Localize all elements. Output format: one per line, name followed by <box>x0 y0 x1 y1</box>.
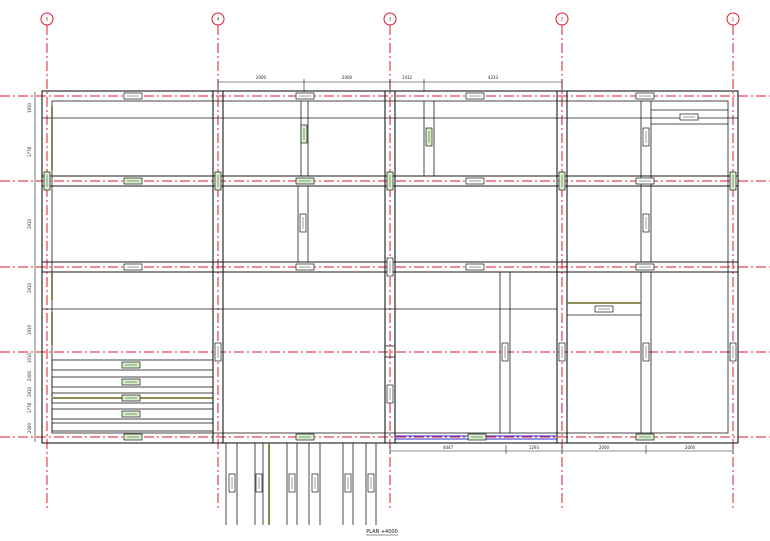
member-tag <box>123 263 143 271</box>
axis-bubble-label: 3 <box>389 17 392 22</box>
member-tag <box>558 171 566 191</box>
member-tag <box>465 92 485 100</box>
dimension-text: 2000 <box>599 445 610 450</box>
stair-tread <box>51 422 214 432</box>
member-tag <box>386 171 394 191</box>
dimension-text: 4233 <box>488 75 499 80</box>
member-tag <box>121 394 141 402</box>
member-tag <box>295 92 315 100</box>
axis-bubble <box>555 12 569 26</box>
member-tag <box>121 361 141 369</box>
member-tag <box>300 124 308 144</box>
member-tag <box>386 384 394 404</box>
drawing-title-block: PLAN +4000 <box>366 529 398 536</box>
building-outline <box>41 90 739 444</box>
accent-members <box>51 106 641 525</box>
member-tag <box>121 410 141 418</box>
member-tag <box>121 378 141 386</box>
inner-wall-line <box>51 100 729 434</box>
dimension-text: 4047 <box>443 445 454 450</box>
member-tag <box>729 342 737 362</box>
axis-bubble <box>383 12 397 26</box>
axis-bubble <box>211 12 225 26</box>
member-tag <box>642 127 650 147</box>
stair-treads <box>51 359 214 432</box>
member-tag <box>228 473 236 493</box>
member-tag <box>465 263 485 271</box>
stair-tread <box>51 392 214 404</box>
member-tag <box>214 171 222 191</box>
member-tag <box>679 113 699 121</box>
dimension-text: 2000 <box>27 370 32 381</box>
interior-joists <box>297 101 728 433</box>
member-tag <box>295 177 315 185</box>
stair-tread <box>51 408 214 420</box>
outer-wall <box>41 90 739 444</box>
member-tag <box>255 473 263 493</box>
dimension-text: 2000 <box>256 75 267 80</box>
member-tag <box>299 213 307 233</box>
member-tag <box>123 177 143 185</box>
member-tag <box>295 263 315 271</box>
stair-tread <box>51 359 214 371</box>
member-tag <box>558 342 566 362</box>
drawing-title: PLAN +4000 <box>366 529 398 535</box>
member-tag <box>43 171 51 191</box>
member-tag <box>467 433 487 441</box>
dimension-text: 1910 <box>27 282 32 293</box>
stair-tread <box>51 376 214 388</box>
member-tag <box>501 342 509 362</box>
dimension-text: 2000 <box>27 422 32 433</box>
member-tag <box>367 473 375 493</box>
dimension-text: 2000 <box>685 445 696 450</box>
member-tag <box>123 92 143 100</box>
axis-bubble <box>40 12 54 26</box>
dimension-text: 1910 <box>27 324 32 335</box>
bottom-dimension-chain: 4047 1293 2000 2000 <box>389 445 734 454</box>
member-tag <box>123 433 143 441</box>
dimension-text: 1778 <box>27 402 32 413</box>
member-tag <box>642 213 650 233</box>
member-tag <box>635 433 655 441</box>
grid-axis-bubbles: 5 4 3 2 1 <box>40 12 740 26</box>
member-tag <box>635 177 655 185</box>
member-tag <box>594 305 614 313</box>
axis-bubble-label: 4 <box>217 17 220 22</box>
dimension-text: 1412 <box>402 75 413 80</box>
member-tag <box>425 127 433 147</box>
top-dimension-chain: 2000 2000 1412 4233 <box>217 75 563 92</box>
dimension-text: 1910 <box>27 102 32 113</box>
dimension-text: 1910 <box>27 386 32 397</box>
axis-bubble-label: 1 <box>732 17 735 22</box>
dimension-text: 1010 <box>27 352 32 363</box>
member-tag <box>642 342 650 362</box>
axis-bubble-label: 2 <box>561 17 564 22</box>
dimension-text: 2000 <box>342 75 353 80</box>
member-tag <box>635 263 655 271</box>
member-tag <box>311 473 319 493</box>
member-tag <box>344 473 352 493</box>
member-tag <box>214 342 222 362</box>
member-tags-horizontal <box>121 92 699 441</box>
axis-bubble <box>726 12 740 26</box>
member-tag <box>729 171 737 191</box>
member-tag <box>288 473 296 493</box>
dimension-text: 1778 <box>27 146 32 157</box>
member-tag <box>386 257 394 277</box>
member-tag <box>635 92 655 100</box>
member-tag <box>295 433 315 441</box>
left-dimension-chain: 1910 1778 1910 1910 1910 1010 2000 1910 … <box>27 92 36 442</box>
axis-bubble-label: 5 <box>46 17 49 22</box>
member-tag <box>465 177 485 185</box>
piles-below <box>225 443 377 525</box>
dimension-text: 1293 <box>529 445 540 450</box>
member-tags-vertical <box>43 124 737 493</box>
dimension-text: 1910 <box>27 218 32 229</box>
